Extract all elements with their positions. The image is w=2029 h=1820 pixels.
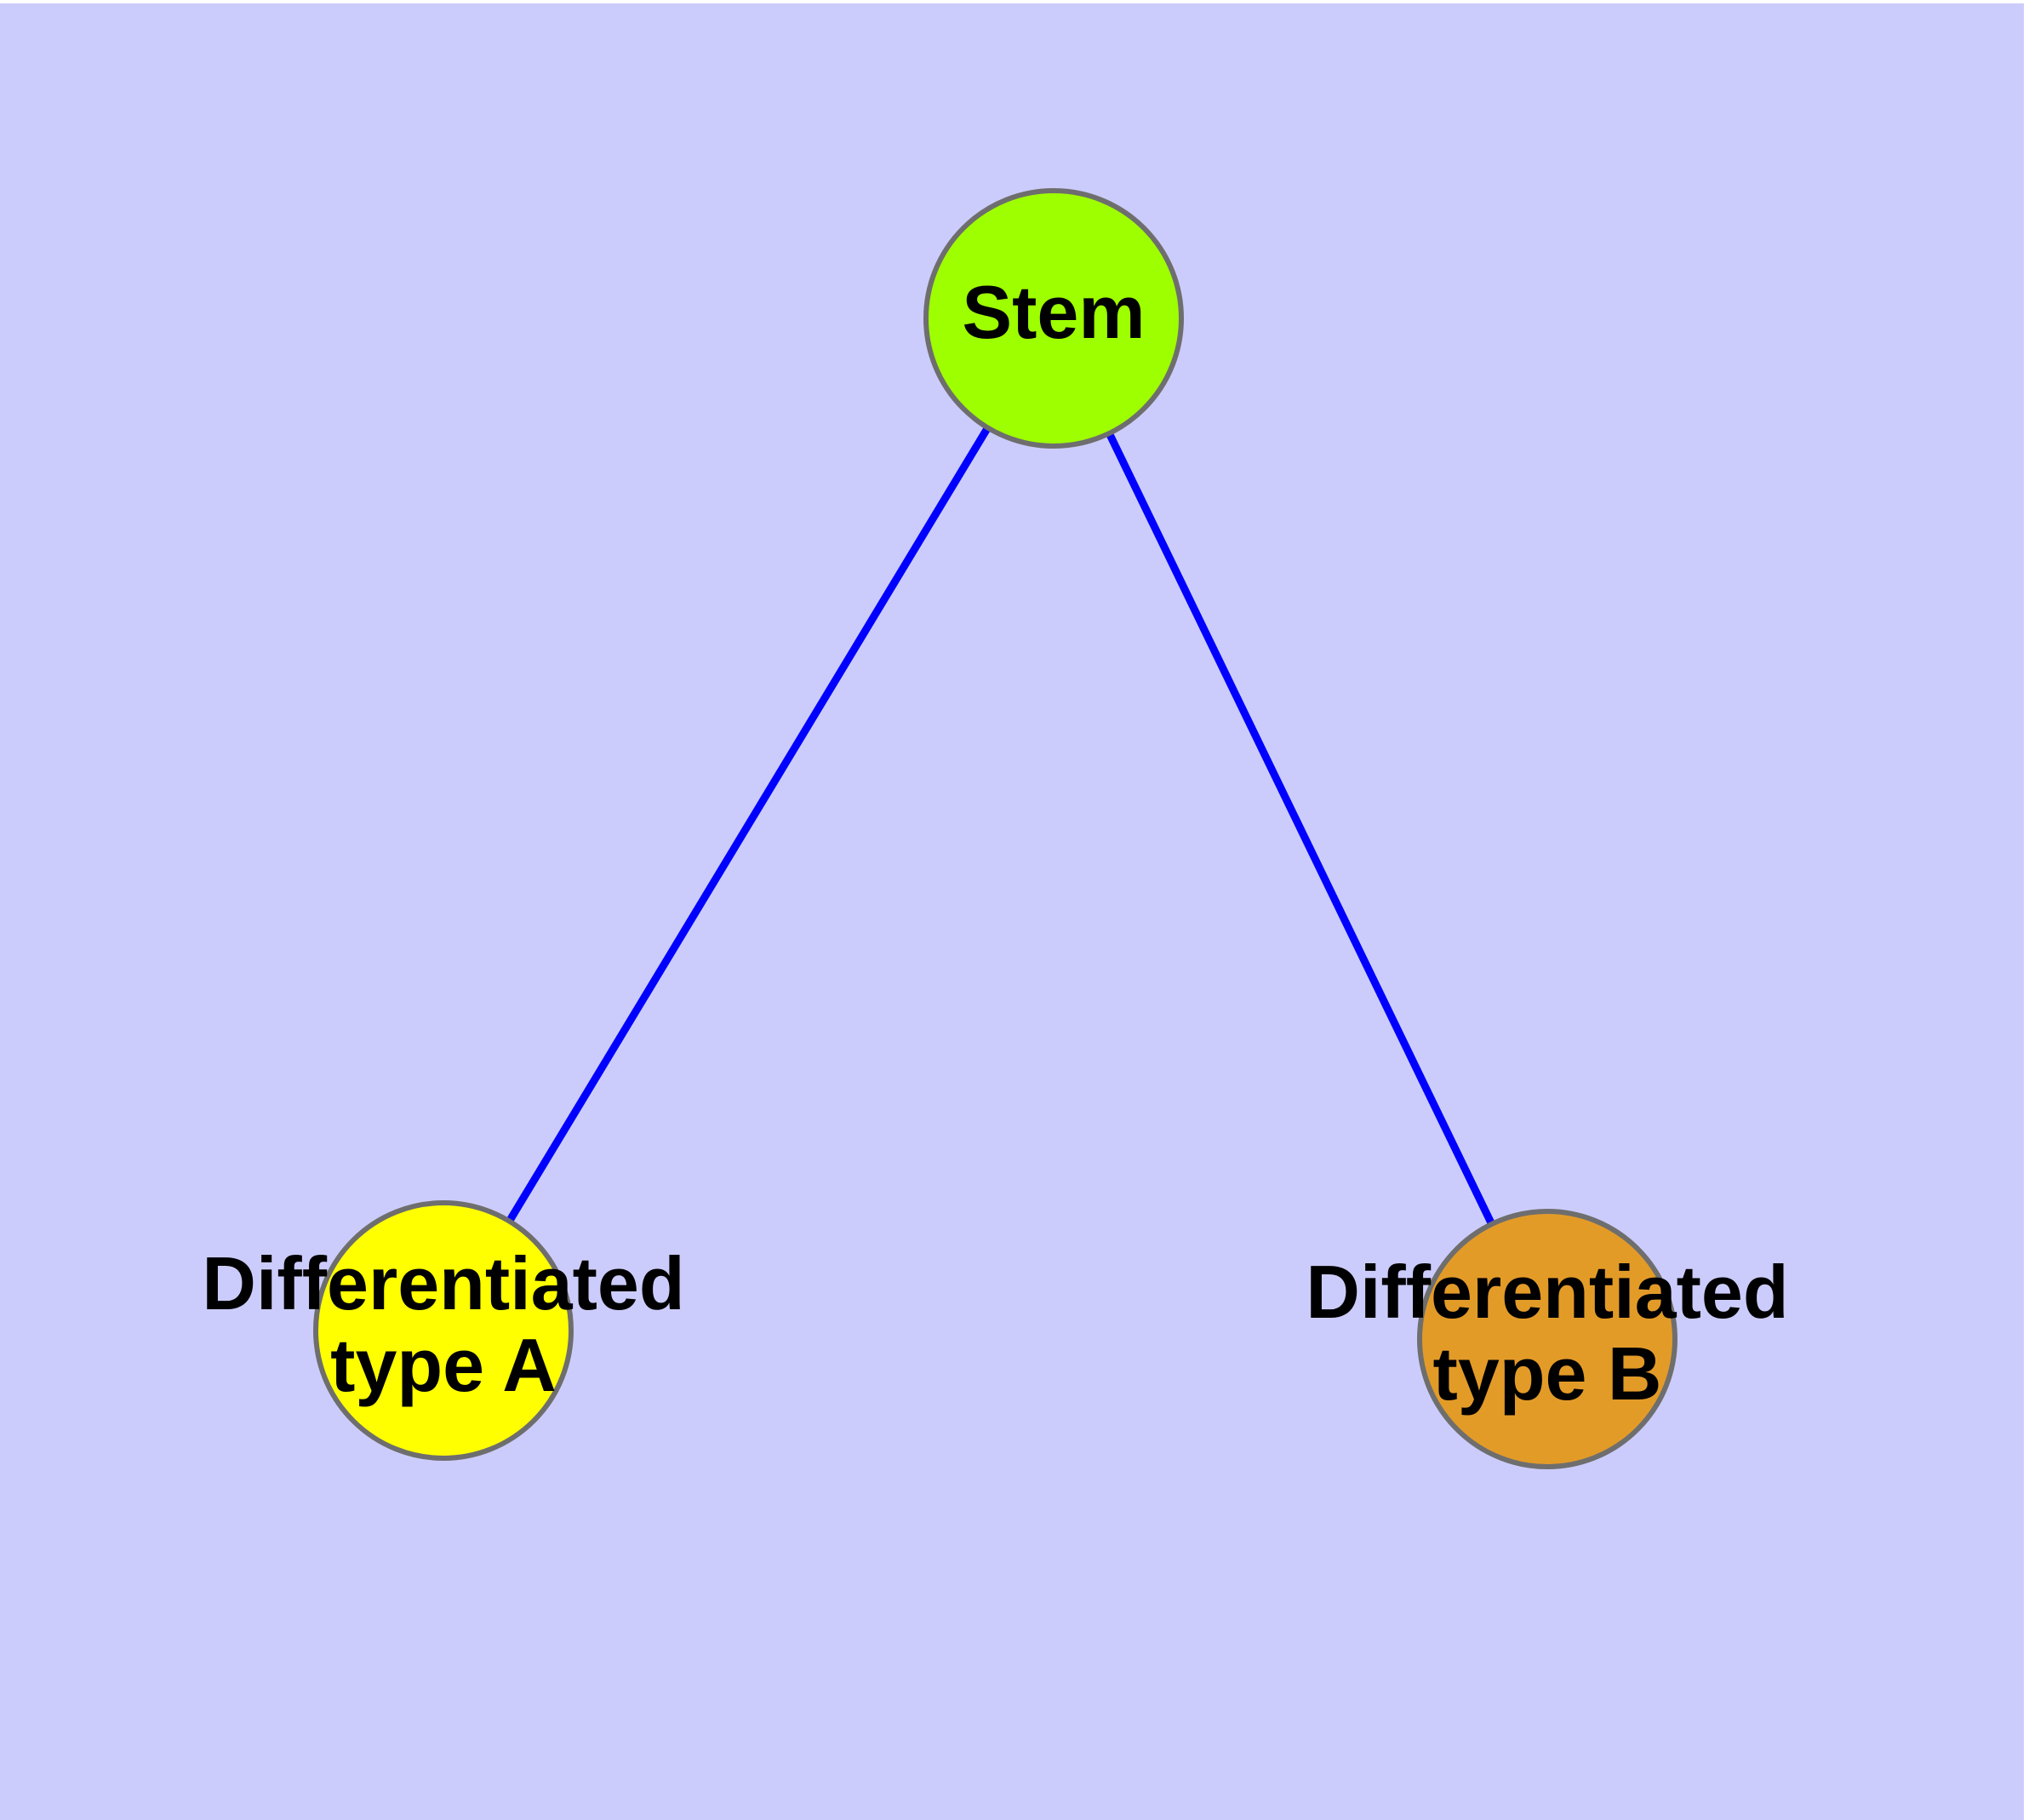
edges-layer — [505, 424, 1496, 1228]
graph-edge — [505, 424, 992, 1225]
graph-node-label-line: Differentiated — [202, 1241, 684, 1325]
graph-node-label-line: Stem — [962, 270, 1145, 354]
graph-node-label-stem: Stem — [962, 270, 1145, 354]
graph-node-stem[interactable] — [923, 188, 1184, 449]
graph-edge — [1105, 430, 1496, 1228]
graph-node-label-line: type B — [1433, 1331, 1662, 1416]
graph-node-diff_b[interactable] — [1417, 1209, 1677, 1469]
graph-node-label-line: type A — [330, 1323, 557, 1407]
graph-node-diff_a[interactable] — [313, 1200, 574, 1461]
nodes-layer — [313, 188, 1677, 1469]
graph-node-label-line: Differentiated — [1306, 1250, 1788, 1334]
